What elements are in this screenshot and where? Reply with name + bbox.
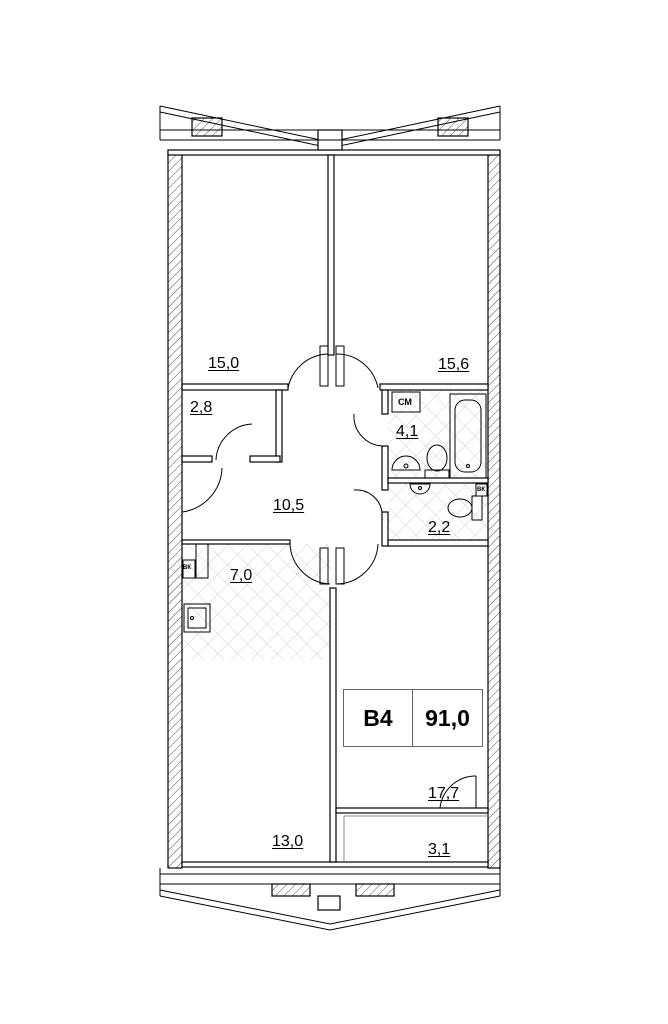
washing-machine-tag: СМ — [398, 397, 412, 407]
room-nw-area: 15,0 — [208, 355, 240, 372]
outer-wall-right — [487, 151, 501, 869]
apartment-code: В4 — [344, 690, 413, 746]
room-sw-area: 13,0 — [272, 833, 304, 850]
kitchen-sink — [183, 603, 211, 633]
wc-area: 2,2 — [428, 519, 451, 536]
bathtub — [449, 393, 487, 479]
apartment-badge: В4 91,0 — [343, 689, 483, 747]
door-swings — [181, 345, 477, 809]
bathroom-area: 4,1 — [396, 423, 419, 440]
kitchen-area: 7,0 — [230, 567, 253, 584]
apartment-total-area: 91,0 — [425, 704, 470, 731]
toilet-bath — [424, 444, 450, 479]
balcony-area: 3,1 — [428, 841, 451, 858]
riser-tag-kitchen: ВК — [183, 565, 191, 571]
washing-machine-box — [391, 391, 421, 413]
storage-area: 2,8 — [190, 399, 213, 416]
window-top — [167, 149, 501, 156]
kitchen-cabinet — [195, 543, 209, 579]
riser-tag-wc: ВК — [477, 487, 485, 493]
outer-wall-left — [167, 151, 183, 869]
bay-window-top — [159, 105, 501, 151]
living-room-area: 17,7 — [428, 785, 460, 802]
bay-window-bottom — [159, 868, 501, 931]
sink-bath — [391, 455, 421, 471]
sink-wc — [409, 483, 431, 495]
window-bottom — [181, 861, 489, 868]
riser-box-wc — [475, 483, 488, 497]
riser-box-kitchen — [182, 559, 196, 579]
hall-area: 10,5 — [273, 497, 305, 514]
room-ne-area: 15,6 — [438, 356, 470, 373]
kitchen-tile — [184, 544, 332, 660]
